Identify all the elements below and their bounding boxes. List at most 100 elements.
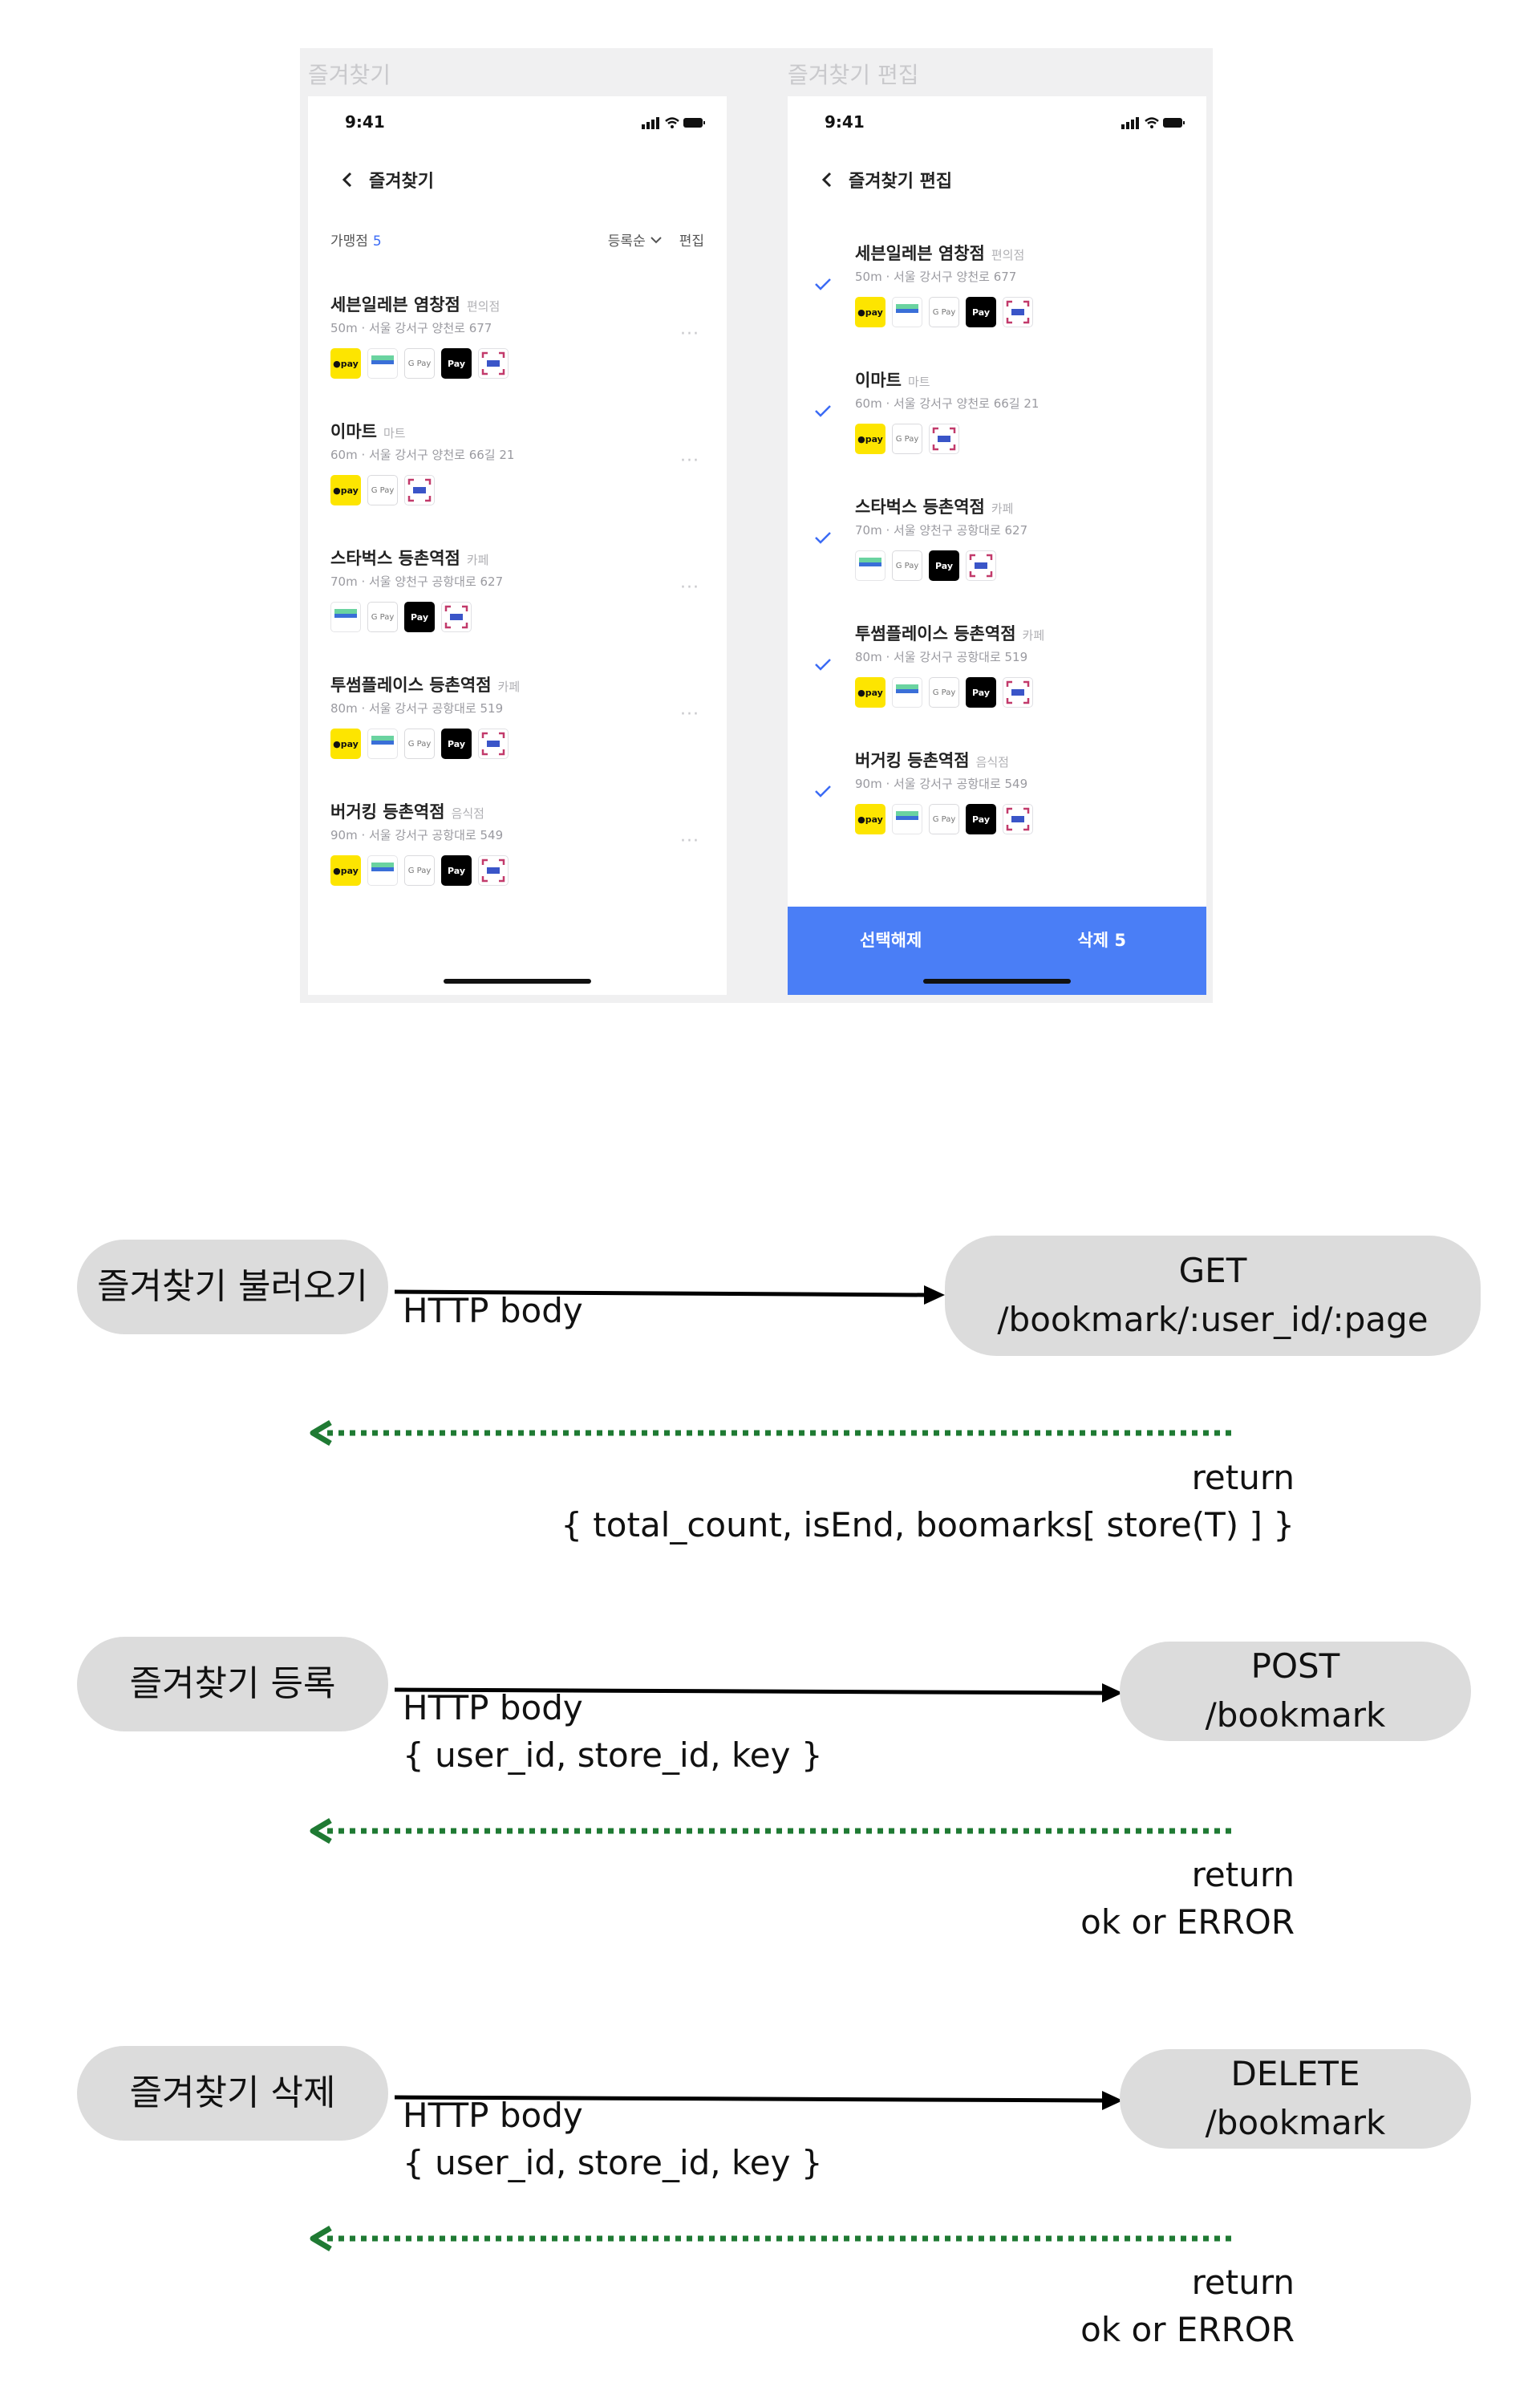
applepay-pay-icon: Pay [404,602,435,632]
endpoint-node-delete: DELETE /bookmark [1120,2049,1471,2149]
zero-pay-icon [478,855,509,886]
store-name-text: 투썸플레이스 등촌역점 [330,676,492,695]
delete-button[interactable]: 삭제 5 [1077,931,1126,950]
gpay-pay-icon: G Pay [404,348,435,379]
endpoint-path: /bookmark/:user_id/:page [997,1300,1429,1339]
store-address: 60m · 서울 강서구 양천로 66길 21 [855,396,1040,411]
endpoint-node-get: GET /bookmark/:user_id/:page [945,1236,1481,1356]
store-name: 투썸플레이스 등촌역점 카페 [330,672,520,696]
gpay-pay-icon: G Pay [404,729,435,759]
gpay-pay-icon: G Pay [367,602,398,632]
endpoint-path: /bookmark [1205,2103,1386,2142]
request-arrow [394,1683,1123,1703]
zero-pay-icon [478,348,509,379]
store-category: 마트 [907,375,930,389]
more-icon[interactable]: ··· [680,704,699,725]
list-label: 가맹점 [330,233,368,250]
deselect-button[interactable]: 선택해제 [860,931,922,950]
sort-label: 등록순 [607,233,646,250]
request-label-line: HTTP body [403,1291,583,1330]
gpay-pay-label: G Pay [932,814,956,824]
status-icons [1121,117,1185,129]
gpay-pay-icon: G Pay [892,550,922,581]
kakao-pay-icon: ●pay [330,348,361,379]
applepay-pay-icon: Pay [966,804,996,834]
kakao-pay-icon: ●pay [330,855,361,886]
status-time: 9:41 [345,112,385,132]
back-arrow-icon[interactable] [817,164,839,196]
status-icons [642,117,705,129]
naver-pay-icon [330,602,361,632]
request-label-line: { user_id, store_id, key } [403,1735,823,1775]
zero-pay-icon [404,475,435,505]
store-name-text: 세븐일레븐 염창점 [330,295,460,315]
check-icon[interactable] [813,530,833,546]
gpay-pay-icon: G Pay [404,855,435,886]
applepay-pay-icon: Pay [441,348,472,379]
store-address: 90m · 서울 강서구 공항대로 549 [330,828,504,842]
store-category: 카페 [497,680,521,694]
naver-pay-icon [367,729,398,759]
response-label-line: { total_count, isEnd, boomarks[ store(T)… [561,1504,1295,1544]
applepay-pay-label: Pay [447,738,466,749]
store-category: 편의점 [991,248,1025,262]
client-label: 즐겨찾기 등록 [129,1663,336,1705]
check-icon[interactable] [813,403,833,419]
response-arrow [310,2225,1235,2252]
store-address: 80m · 서울 강서구 공항대로 519 [855,650,1028,664]
check-icon[interactable] [813,783,833,799]
applepay-pay-label: Pay [410,611,429,623]
gpay-pay-label: G Pay [895,434,919,444]
more-icon[interactable]: ··· [680,831,699,851]
response-arrow [310,1419,1235,1447]
more-icon[interactable]: ··· [680,324,699,344]
more-icon[interactable]: ··· [680,451,699,471]
check-icon[interactable] [813,656,833,672]
zero-pay-icon [966,550,996,581]
zero-pay-icon [478,729,509,759]
page-title: 즐겨찾기 편집 [849,172,953,192]
back-arrow-icon[interactable] [337,164,359,196]
applepay-pay-label: Pay [934,560,954,571]
kakao-pay-label: ●pay [333,358,359,369]
payment-methods: G Pay Pay [330,602,472,632]
sort-dropdown[interactable]: 등록순 [608,229,663,250]
store-address: 60m · 서울 강서구 양천로 66길 21 [330,448,515,462]
check-icon[interactable] [813,276,833,292]
kakao-pay-label: ●pay [857,433,883,444]
payment-methods: ●pay G Pay [855,424,959,454]
gpay-pay-label: G Pay [407,359,432,368]
list-count: 5 [372,233,382,250]
more-icon[interactable]: ··· [680,578,699,598]
kakao-pay-icon: ●pay [855,677,886,708]
store-name-text: 버거킹 등촌역점 [855,751,970,770]
zero-pay-icon [1003,677,1033,708]
applepay-pay-label: Pay [971,687,991,698]
edit-button[interactable]: 편집 [679,233,704,250]
gpay-pay-label: G Pay [407,739,432,749]
response-label-line: ok or ERROR [1080,2309,1295,2349]
applepay-pay-icon: Pay [441,729,472,759]
zero-pay-icon [1003,804,1033,834]
zero-pay-icon [1003,297,1033,327]
request-label: HTTP body { user_id, store_id, key } [403,1685,823,1780]
